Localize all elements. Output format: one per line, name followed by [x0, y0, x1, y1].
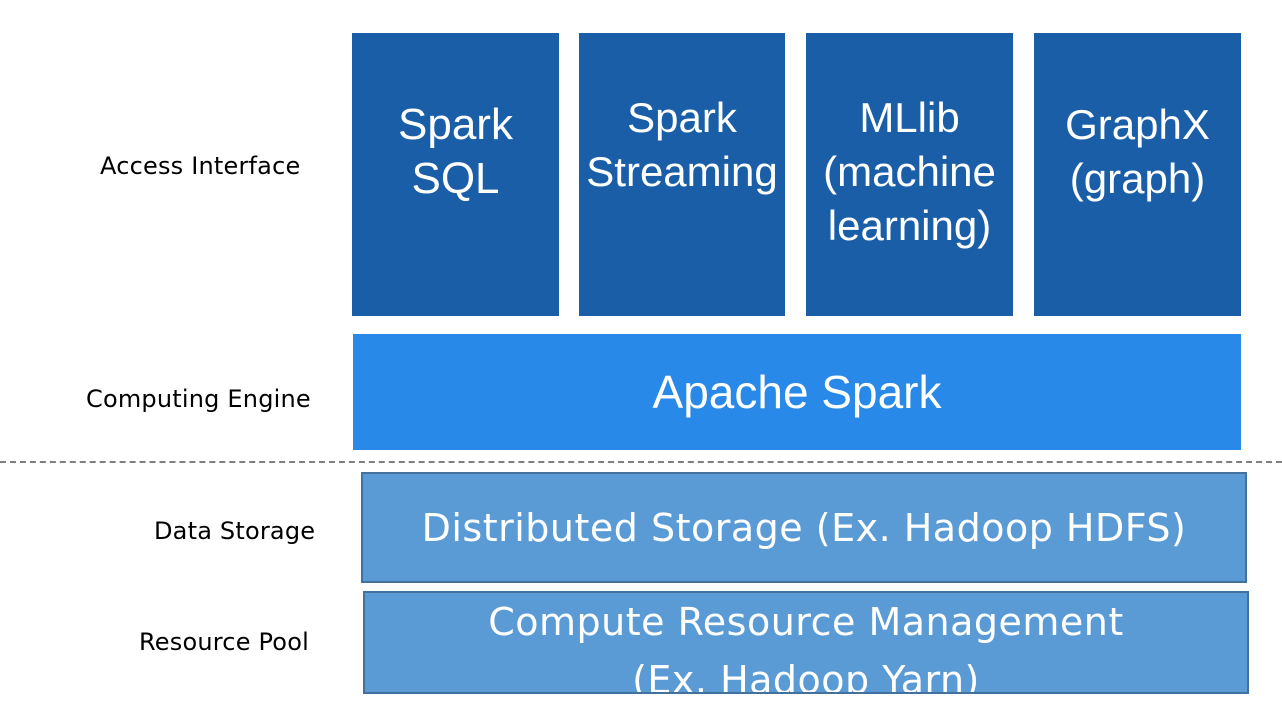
module-graphx: GraphX (graph): [1034, 33, 1241, 316]
module-spark-streaming-line2: Streaming: [586, 147, 778, 195]
module-mllib-line3: learning): [827, 201, 992, 249]
module-mllib-line1: MLlib: [859, 93, 960, 141]
module-graphx-line2: (graph): [1069, 154, 1206, 202]
module-spark-sql-line1: Spark: [398, 99, 513, 149]
label-resource-pool: Resource Pool: [139, 628, 309, 656]
label-data-storage: Data Storage: [154, 517, 316, 545]
layer-divider: [0, 461, 1282, 463]
module-spark-streaming: Spark Streaming: [579, 33, 785, 316]
module-graphx-line1: GraphX: [1065, 100, 1210, 148]
storage-distributed: Distributed Storage (Ex. Hadoop HDFS): [361, 472, 1247, 583]
engine-apache-spark: Apache Spark: [353, 334, 1241, 450]
label-computing-engine: Computing Engine: [86, 385, 311, 413]
resource-line2: (Ex. Hadoop Yarn): [632, 658, 980, 694]
label-access-interface: Access Interface: [100, 152, 301, 180]
module-spark-streaming-line1: Spark: [627, 93, 737, 141]
module-mllib-line2: (machine: [823, 147, 996, 195]
engine-label: Apache Spark: [652, 366, 942, 418]
module-mllib: MLlib (machine learning): [806, 33, 1013, 316]
resource-management: Compute Resource Management (Ex. Hadoop …: [363, 591, 1249, 694]
module-spark-sql: Spark SQL: [352, 33, 559, 316]
storage-label: Distributed Storage (Ex. Hadoop HDFS): [421, 505, 1187, 550]
resource-line1: Compute Resource Management: [488, 600, 1124, 644]
module-spark-sql-line2: SQL: [411, 153, 500, 203]
